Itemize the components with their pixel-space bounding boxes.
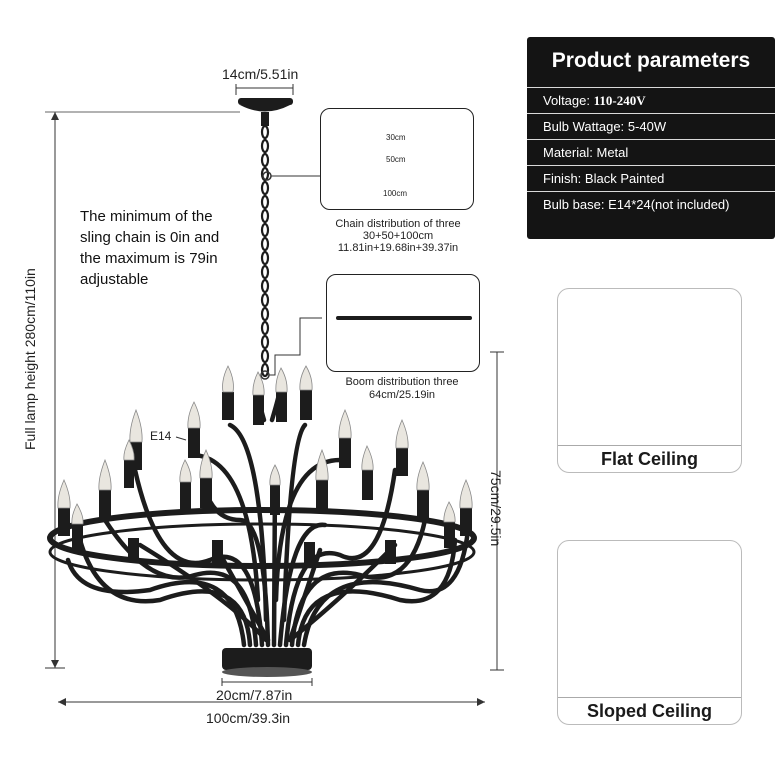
divider [558,445,741,446]
lamp-height-label: 75cm/29.5in [488,470,504,547]
overall-width-label: 100cm/39.3in [206,710,291,726]
chandelier-ring [47,507,477,582]
lamp-height-dimension-line [490,351,504,671]
sling-chain-note: The minimum of the sling chain is 0in an… [80,208,220,288]
e14-leader-line [175,436,187,441]
bulb-type-label: E14 [150,429,172,443]
chain-30cm-label: 30cm [386,133,406,142]
product-parameters-panel: Product parameters Voltage: 110-240V Bul… [527,37,775,239]
params-title: Product parameters [551,49,751,72]
param-row-finish: Finish: Black Painted [527,165,775,192]
sloped-ceiling-card: Sloped Ceiling [557,540,742,725]
param-row-material: Material: Metal [527,139,775,166]
boom-distribution-box [326,274,480,372]
chain-100cm-label: 100cm [383,189,408,198]
divider [558,697,741,698]
flat-ceiling-card: Flat Ceiling [557,288,742,473]
param-row-wattage: Bulb Wattage: 5-40W [527,113,775,140]
flat-ceiling-label: Flat Ceiling [600,449,698,469]
width-dimension-line [58,678,485,706]
canopy-dimension-line [235,84,294,95]
boom-rod [336,316,472,320]
canopy [238,98,293,126]
chain [260,124,270,378]
sloped-ceiling-label: Sloped Ceiling [586,701,712,721]
full-height-label: Full lamp height 280cm/110in [22,268,38,450]
chain-distribution-caption: Chain distribution of three 30+50+100cm … [335,218,461,254]
chain-distribution-box: 30cm 50cm 100cm [320,108,474,210]
leader-lines [260,171,322,380]
candle-bulbs [57,365,473,564]
param-row-bulb-base: Bulb base: E14*24(not included) [527,191,775,218]
chain-50cm-label: 50cm [386,155,406,164]
param-row-voltage: Voltage: 110-240V [527,87,775,114]
boom-distribution-caption: Boom distribution three 64cm/25.19in [345,376,459,401]
canopy-width-label: 14cm/5.51in [222,66,299,82]
base-width-label: 20cm/7.87in [216,687,293,703]
full-height-dimension-line [45,111,240,669]
chandelier-base [222,648,312,677]
